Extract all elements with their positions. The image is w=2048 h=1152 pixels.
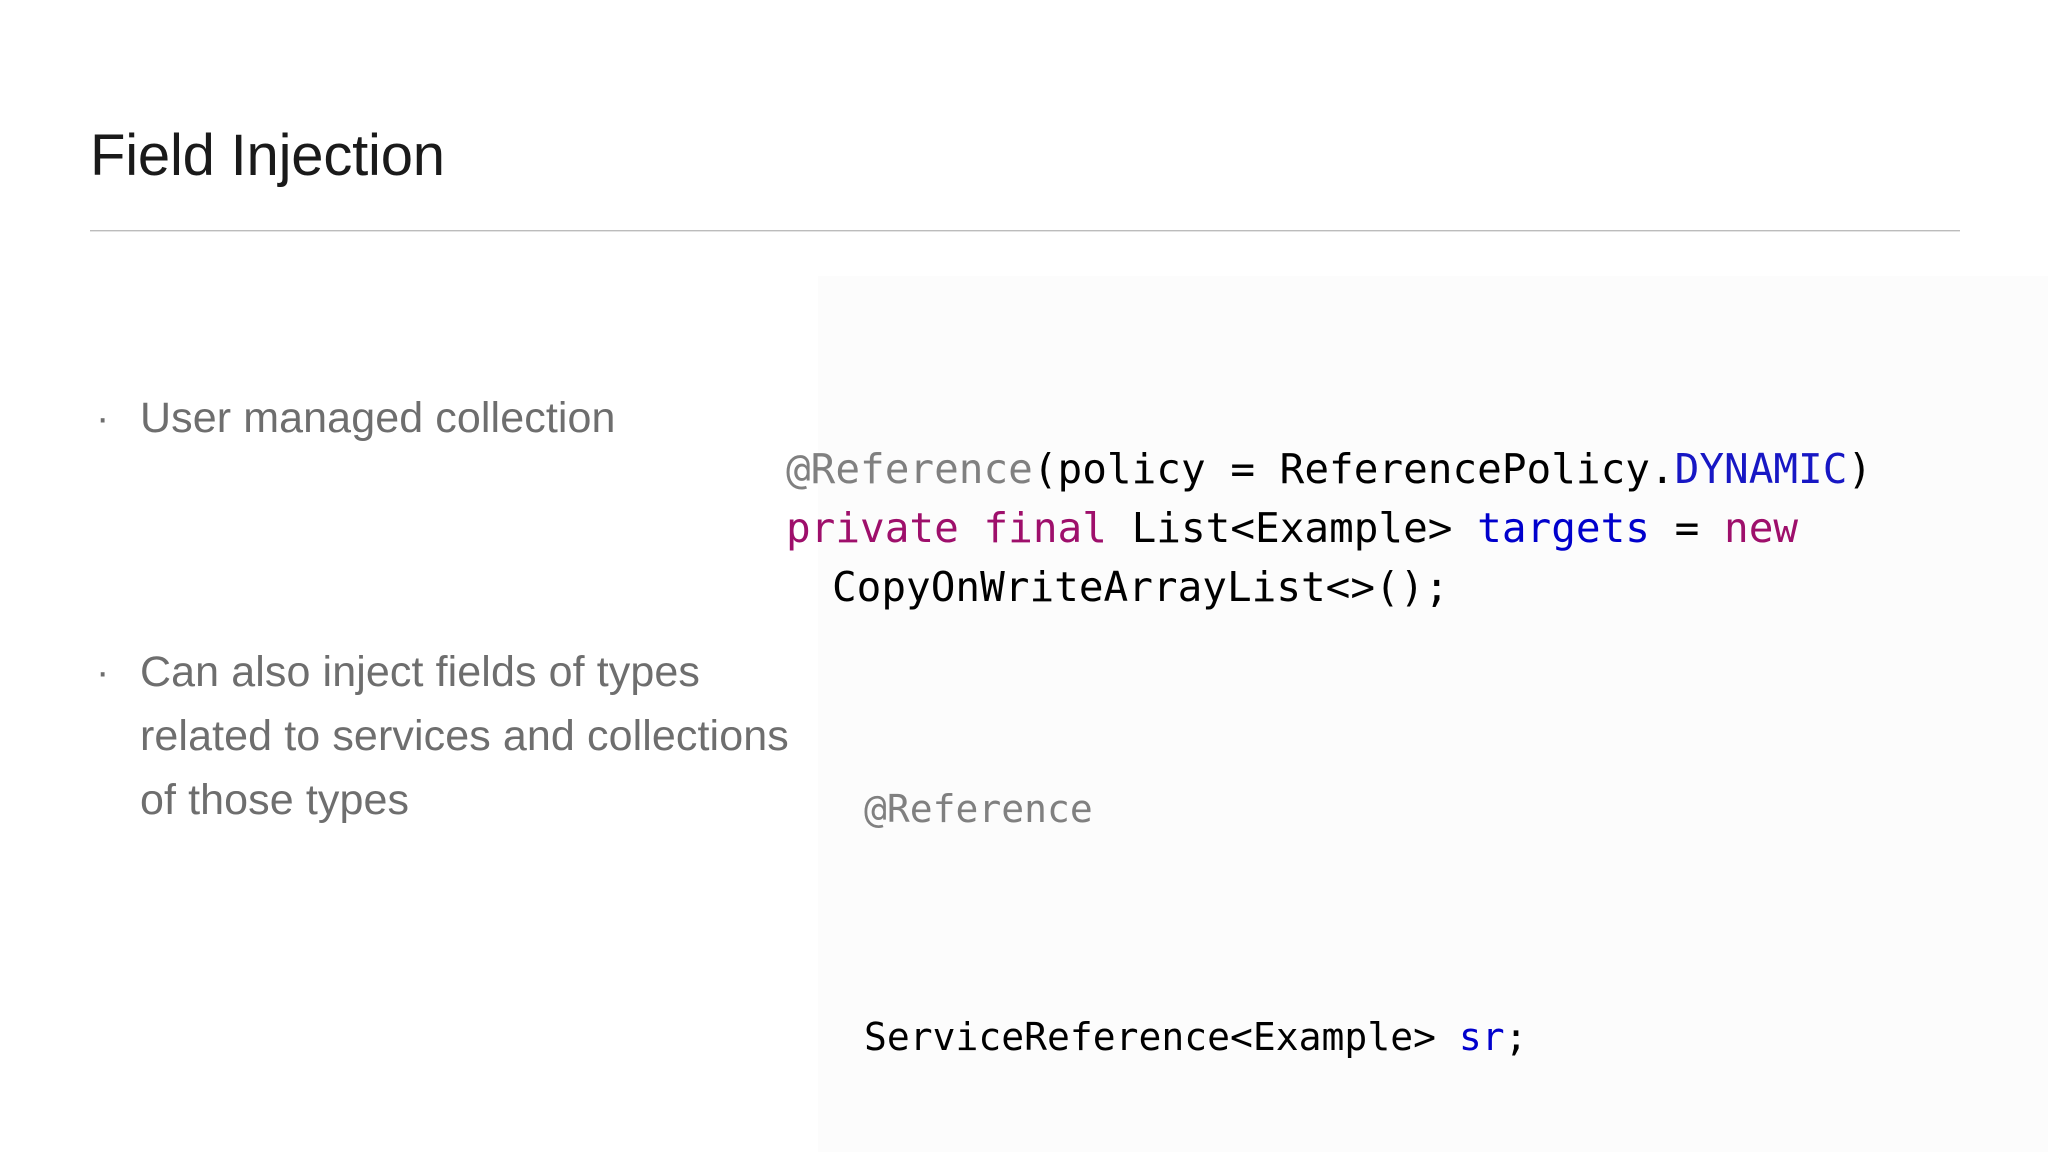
- code-token-keyword: new: [1724, 504, 1799, 552]
- title-divider: [90, 230, 1960, 232]
- code-token-constructor: CopyOnWriteArrayList<>();: [832, 563, 1450, 611]
- code-token-annotation: @Reference: [786, 445, 1033, 493]
- list-item: · Can also inject fields of types relate…: [90, 640, 810, 832]
- code-token-keyword: private: [786, 504, 959, 552]
- code-token-text: (policy = ReferencePolicy.: [1032, 445, 1675, 493]
- bullet-text: Can also inject fields of types related …: [140, 648, 789, 824]
- code-token-type: List<Example>: [1106, 504, 1478, 552]
- code-token-variable: sr: [1458, 1015, 1505, 1059]
- bullet-text: User managed collection: [140, 394, 616, 442]
- page-title: Field Injection: [90, 123, 445, 188]
- list-item: · User managed collection: [90, 386, 810, 450]
- code-token-space: [1798, 504, 1823, 552]
- code-token-text: ): [1847, 445, 1873, 493]
- code-line: @Reference: [864, 781, 2048, 838]
- code-token-annotation: @Reference: [864, 787, 1093, 831]
- code-line: private final List<Example> targets = ne…: [786, 499, 2048, 617]
- code-token-variable: targets: [1477, 504, 1650, 552]
- code-token-space: [959, 504, 984, 552]
- code-panel-background: [818, 276, 2048, 1152]
- code-line: ServiceReference<Example> sr;: [864, 1009, 2048, 1066]
- code-token-keyword: final: [983, 504, 1107, 552]
- code-token-semicolon: ;: [1504, 1015, 1528, 1059]
- code-snippet-collection: @Reference(policy = ReferencePolicy.DYNA…: [786, 322, 2048, 735]
- code-token-constant: DYNAMIC: [1674, 445, 1848, 493]
- code-line: @Reference(policy = ReferencePolicy.DYNA…: [786, 440, 2048, 499]
- bullet-marker-icon: ·: [96, 650, 110, 694]
- bullet-marker-icon: ·: [96, 396, 110, 440]
- code-snippet-service-types: @Reference ServiceReference<Example> sr;…: [864, 610, 2048, 1152]
- code-token-type: ServiceReference<Example>: [864, 1015, 1459, 1059]
- code-token-operator: =: [1649, 504, 1725, 552]
